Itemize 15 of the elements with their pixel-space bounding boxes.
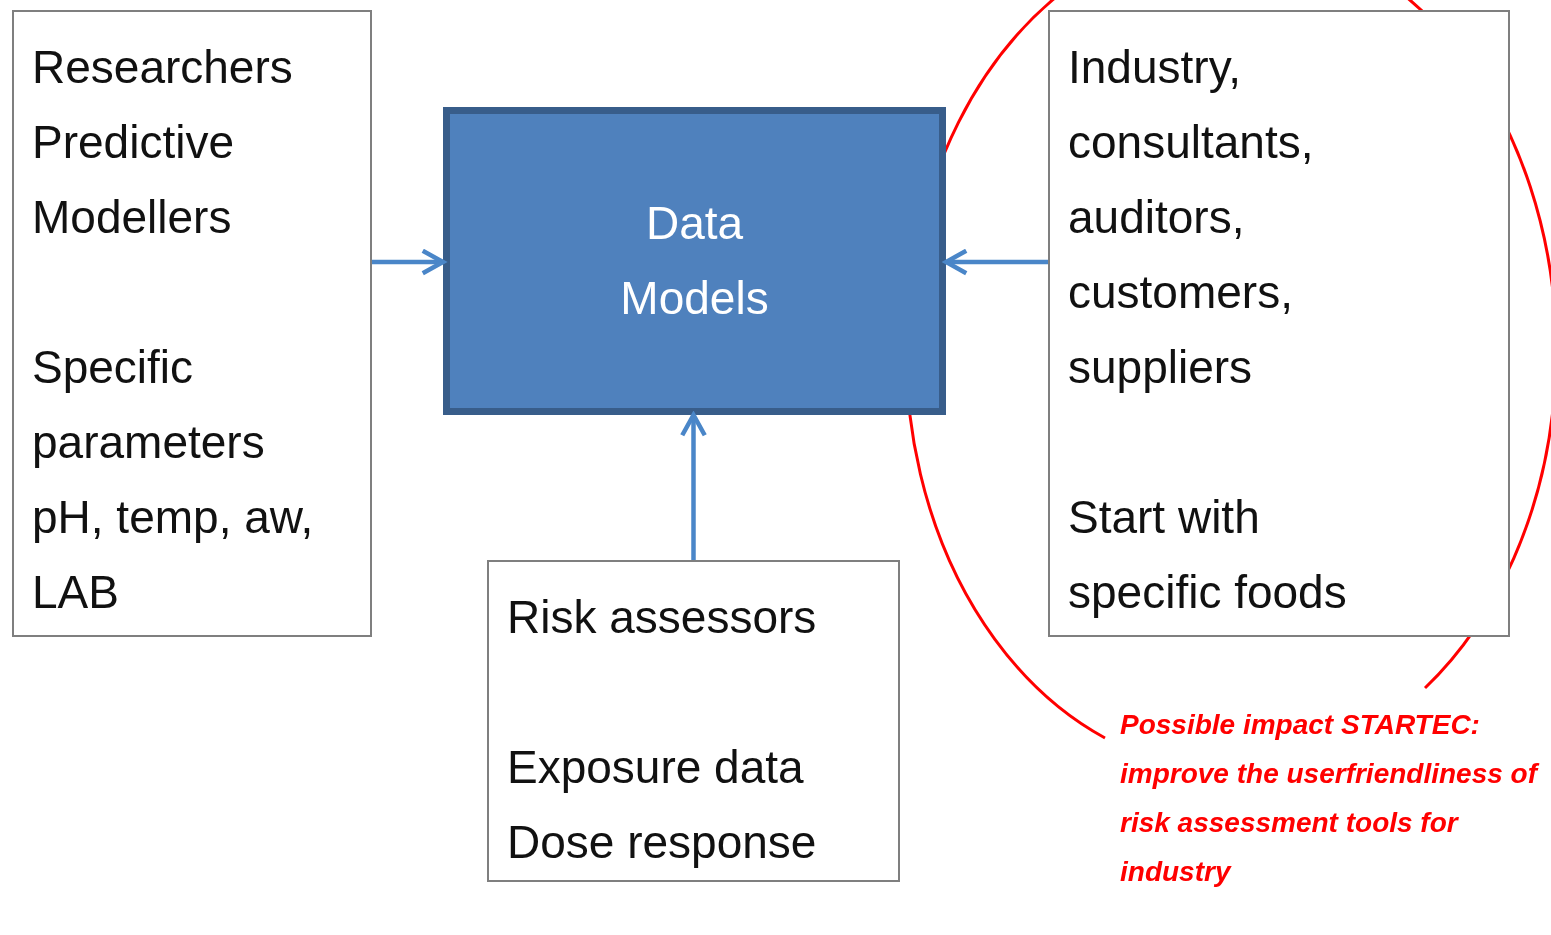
arrow [943,248,1048,276]
arrow [680,412,707,560]
stakeholder-box [12,10,372,637]
node-text: Data Models [619,196,770,326]
node-text: Start with specific foods [1068,490,1348,620]
process-box [443,107,946,415]
node-text: Industry, consultants, auditors, customers, suppliers [1068,40,1315,395]
stakeholder-box [487,560,900,882]
node-text: Risk assessors [507,590,818,645]
node-text: Exposure data Dose response [507,740,818,870]
stakeholder-box [1048,10,1510,637]
node-text: Researchers Predictive Modellers [32,40,294,245]
annotation-note: Possible impact STARTEC: improve the userfriendliness of risk assessment tools for industry [1120,700,1548,896]
arrow [372,248,446,276]
node-text: Specific parameters pH, temp, aw, LAB [32,340,315,620]
